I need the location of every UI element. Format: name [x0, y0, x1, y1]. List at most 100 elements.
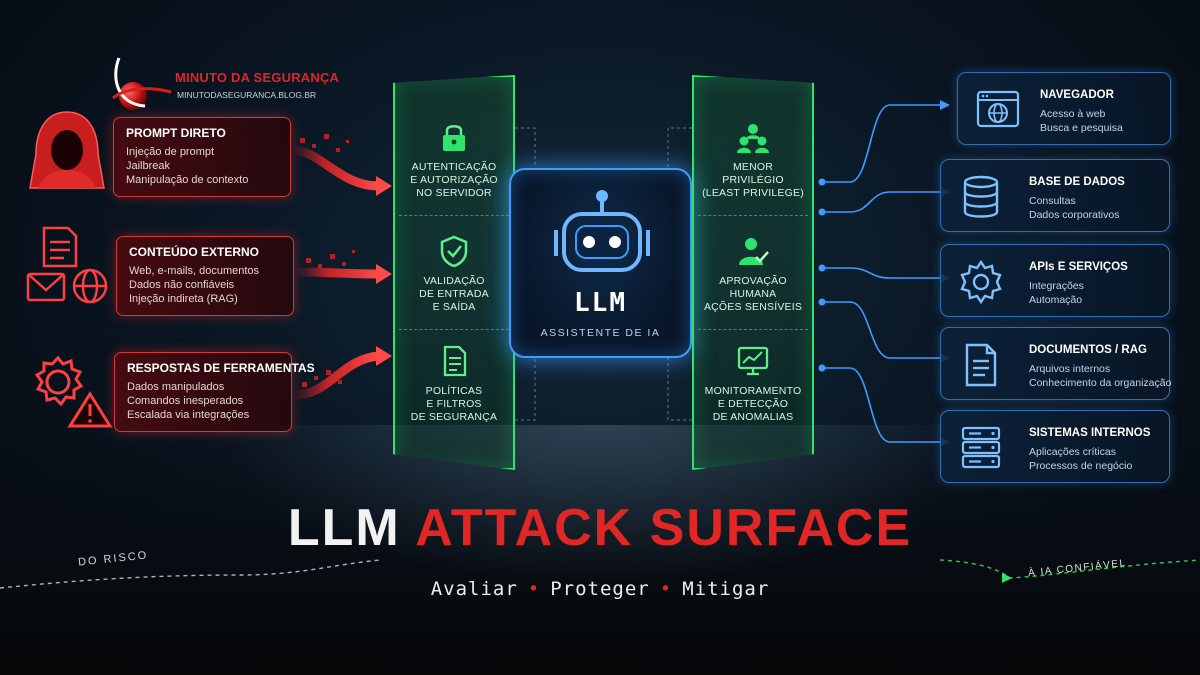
risk-path — [0, 559, 381, 589]
users-icon — [737, 124, 769, 153]
control-label: MONITORAMENTO — [704, 385, 802, 397]
resource-connectors — [822, 104, 945, 443]
threat-title: RESPOSTAS DE FERRAMENTAS — [127, 361, 315, 375]
database-icon — [963, 175, 999, 218]
control-label: NO SERVIDOR — [416, 187, 492, 199]
resource-title: NAVEGADOR — [1040, 89, 1114, 101]
resource-card-documentos-rag: DOCUMENTOS / RAG Arquivos internos Conhe… — [940, 327, 1172, 400]
wall-divider — [698, 329, 808, 330]
threat-card-conteudo-externo: CONTEÚDO EXTERNO Web, e-mails, documento… — [116, 236, 294, 316]
threat-arrows — [287, 145, 392, 400]
tagline-separator-dot: • — [527, 578, 541, 600]
input-security-wall: AUTENTICAÇÃO E AUTORIZAÇÃO NO SERVIDOR V… — [393, 75, 515, 470]
control-menor-privilegio: MENOR PRIVILÉGIO (LEAST PRIVILEGE) — [694, 121, 812, 200]
policy-document-icon — [443, 345, 467, 377]
browser-globe-icon — [976, 90, 1020, 128]
threat-particles — [300, 134, 355, 387]
control-label: DE SEGURANÇA — [410, 411, 498, 423]
shield-check-icon — [440, 235, 468, 267]
wall-core-links — [509, 127, 692, 421]
brand-logo: MINUTO DA SEGURANÇA MINUTODASEGURANCA.BL… — [105, 48, 339, 118]
control-label: E AUTORIZAÇÃO — [410, 174, 498, 186]
tagline-item: Mitigar — [682, 578, 770, 600]
robot-icon — [554, 190, 650, 272]
headline: LLM ATTACK SURFACE — [0, 498, 1200, 558]
threat-detail: Dados manipulados — [127, 381, 225, 393]
core-subtitle: ASSISTENTE DE IA — [540, 327, 661, 339]
resource-card-navegador: NAVEGADOR Acesso à web Busca e pesquisa — [957, 72, 1171, 145]
threat-title: CONTEÚDO EXTERNO — [129, 245, 260, 259]
threat-title: PROMPT DIRETO — [126, 126, 226, 140]
gear-icon — [960, 259, 1002, 305]
tagline-separator-dot: • — [659, 578, 673, 600]
wall-divider — [698, 215, 808, 216]
resource-detail: Acesso à web — [1040, 108, 1106, 120]
llm-core: LLM ASSISTENTE DE IA — [509, 168, 692, 358]
resource-title: APIs E SERVIÇOS — [1029, 261, 1128, 273]
logo-brand-text: MINUTO DA SEGURANÇA — [175, 70, 340, 85]
tagline-item: Proteger — [550, 578, 650, 600]
resource-card-sistemas-internos: SISTEMAS INTERNOS Aplicações críticas Pr… — [940, 410, 1170, 483]
output-security-wall: MENOR PRIVILÉGIO (LEAST PRIVILEGE) APROV… — [692, 75, 814, 470]
control-label: E DETECÇÃO — [717, 398, 789, 410]
resource-card-base-de-dados: BASE DE DADOS Consultas Dados corporativ… — [940, 159, 1170, 232]
control-politicas: POLÍTICAS E FILTROS DE SEGURANÇA — [395, 345, 513, 424]
resource-detail: Arquivos internos — [1029, 363, 1111, 375]
control-label: (LEAST PRIVILEGE) — [702, 187, 804, 199]
threat-detail: Manipulação de contexto — [126, 174, 249, 186]
control-label: DE ENTRADA — [419, 288, 489, 300]
threat-detail: Comandos inesperados — [127, 395, 244, 407]
control-autenticacao: AUTENTICAÇÃO E AUTORIZAÇÃO NO SERVIDOR — [395, 121, 513, 200]
logo-sphere-icon — [112, 57, 172, 110]
control-label: APROVAÇÃO — [719, 275, 787, 287]
lock-icon — [443, 125, 465, 151]
tagline: Avaliar • Proteger • Mitigar — [0, 578, 1200, 600]
resource-arrowheads — [818, 100, 950, 447]
monitor-chart-icon — [737, 346, 769, 376]
gear-warning-icon — [34, 355, 113, 428]
threat-detail: Jailbreak — [126, 160, 171, 172]
wall-divider — [399, 329, 509, 330]
hooded-attacker-icon — [29, 111, 105, 189]
resource-card-apis-servicos: APIs E SERVIÇOS Integrações Automação — [940, 244, 1170, 317]
user-approval-icon — [739, 238, 769, 265]
control-validacao: VALIDAÇÃO DE ENTRADA E SAÍDA — [395, 235, 513, 314]
threat-detail: Injeção de prompt — [126, 146, 215, 158]
resource-title: BASE DE DADOS — [1029, 176, 1125, 188]
document-icon — [965, 343, 997, 387]
headline-part-llm: LLM — [287, 499, 401, 557]
threat-detail: Dados não confiáveis — [129, 279, 235, 291]
threat-detail: Injeção indireta (RAG) — [129, 293, 238, 305]
trust-path — [939, 559, 1200, 579]
resource-detail: Integrações — [1029, 280, 1084, 292]
control-label: POLÍTICAS — [425, 385, 483, 397]
control-label: AÇÕES SENSÍVEIS — [703, 301, 803, 313]
headline-part-attack-surface: ATTACK SURFACE — [415, 499, 913, 557]
resource-detail: Consultas — [1029, 195, 1076, 207]
resource-detail: Busca e pesquisa — [1040, 122, 1123, 134]
resource-detail: Aplicações críticas — [1029, 446, 1116, 458]
control-label: E FILTROS — [426, 398, 482, 410]
core-title: LLM — [574, 288, 627, 318]
trust-arrowhead — [1002, 573, 1012, 583]
control-label: PRIVILÉGIO — [722, 174, 784, 186]
control-label: E SAÍDA — [432, 301, 476, 313]
logo-url-text: MINUTODASEGURANCA.BLOG.BR — [177, 90, 317, 100]
threat-card-prompt-direto: PROMPT DIRETO Injeção de prompt Jailbrea… — [113, 117, 291, 197]
resource-detail: Conhecimento da organização — [1029, 377, 1172, 389]
threat-card-respostas-ferramentas: RESPOSTAS DE FERRAMENTAS Dados manipulad… — [114, 352, 315, 432]
resource-detail: Automação — [1029, 294, 1083, 306]
wall-divider — [399, 215, 509, 216]
threat-detail: Escalada via integrações — [127, 409, 250, 421]
threat-detail: Web, e-mails, documentos — [129, 265, 260, 277]
tagline-item: Avaliar — [430, 578, 518, 600]
resource-detail: Processos de negócio — [1029, 460, 1133, 472]
document-mail-globe-icon — [26, 226, 108, 304]
resource-title: DOCUMENTOS / RAG — [1029, 344, 1147, 356]
resource-detail: Dados corporativos — [1029, 209, 1120, 221]
control-aprovacao-humana: APROVAÇÃO HUMANA AÇÕES SENSÍVEIS — [694, 235, 812, 314]
control-label: MENOR — [732, 161, 774, 173]
control-label: HUMANA — [729, 288, 777, 300]
control-label: AUTENTICAÇÃO — [411, 161, 497, 173]
